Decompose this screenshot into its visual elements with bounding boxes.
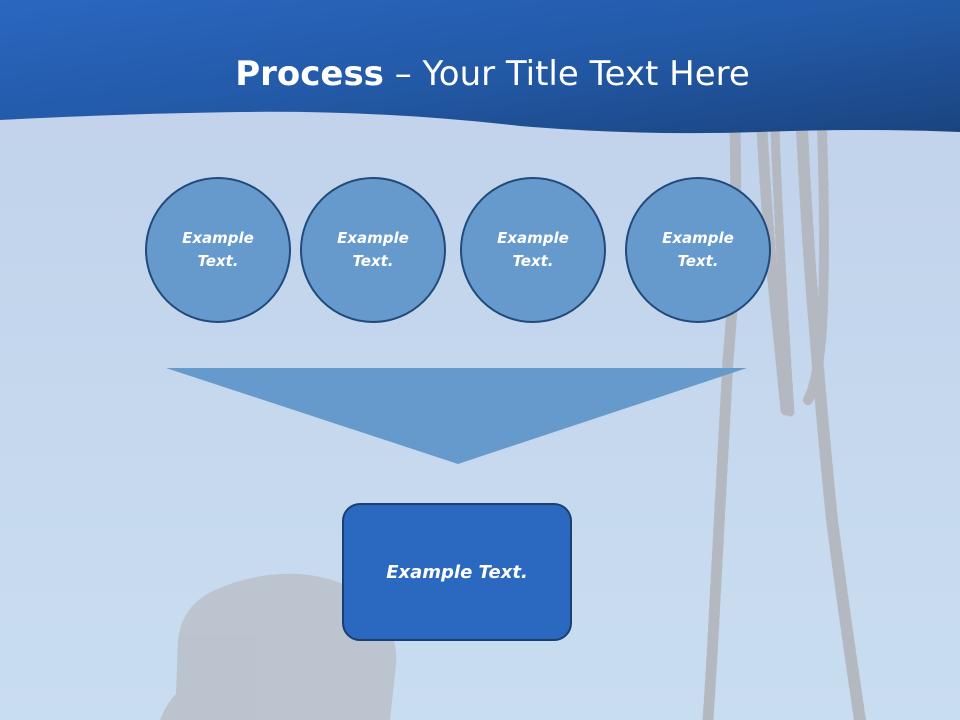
result-box: Example Text. xyxy=(342,503,572,641)
worker-silhouette-icon xyxy=(160,573,397,720)
result-label: Example Text. xyxy=(386,561,528,583)
header-band xyxy=(0,0,960,134)
slide-title: Process – Your Title Text Here xyxy=(0,50,960,98)
title-bold: Process xyxy=(235,54,384,94)
title-rest: – Your Title Text Here xyxy=(383,54,750,94)
